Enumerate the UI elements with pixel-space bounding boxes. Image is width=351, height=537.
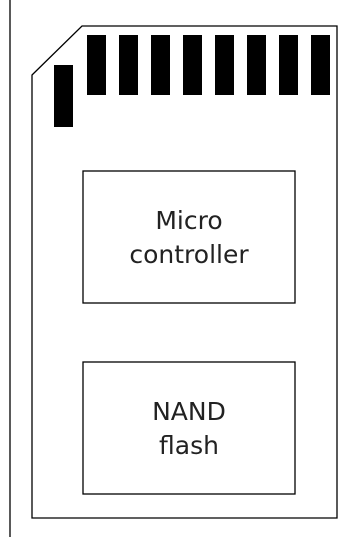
contact-pin [119,35,138,95]
contact-pin [311,35,330,95]
nand-flash-box [82,361,296,495]
nand-flash-chip: NAND flash [82,361,296,495]
contact-pins [54,35,330,127]
card-outline [31,25,338,519]
microcontroller-label-line2: controller [129,240,249,269]
contact-pin [279,35,298,95]
microcontroller-chip: Micro controller [82,170,296,304]
contact-pin [151,35,170,95]
nand-flash-label-line1: NAND [152,397,226,426]
contact-pin [54,65,73,127]
microcontroller-box [82,170,296,304]
contact-pin [247,35,266,95]
contact-pin [87,35,106,95]
nand-flash-label-line2: flash [159,431,219,460]
contact-pin [215,35,234,95]
microcontroller-label-line1: Micro [155,206,222,235]
contact-pin [183,35,202,95]
